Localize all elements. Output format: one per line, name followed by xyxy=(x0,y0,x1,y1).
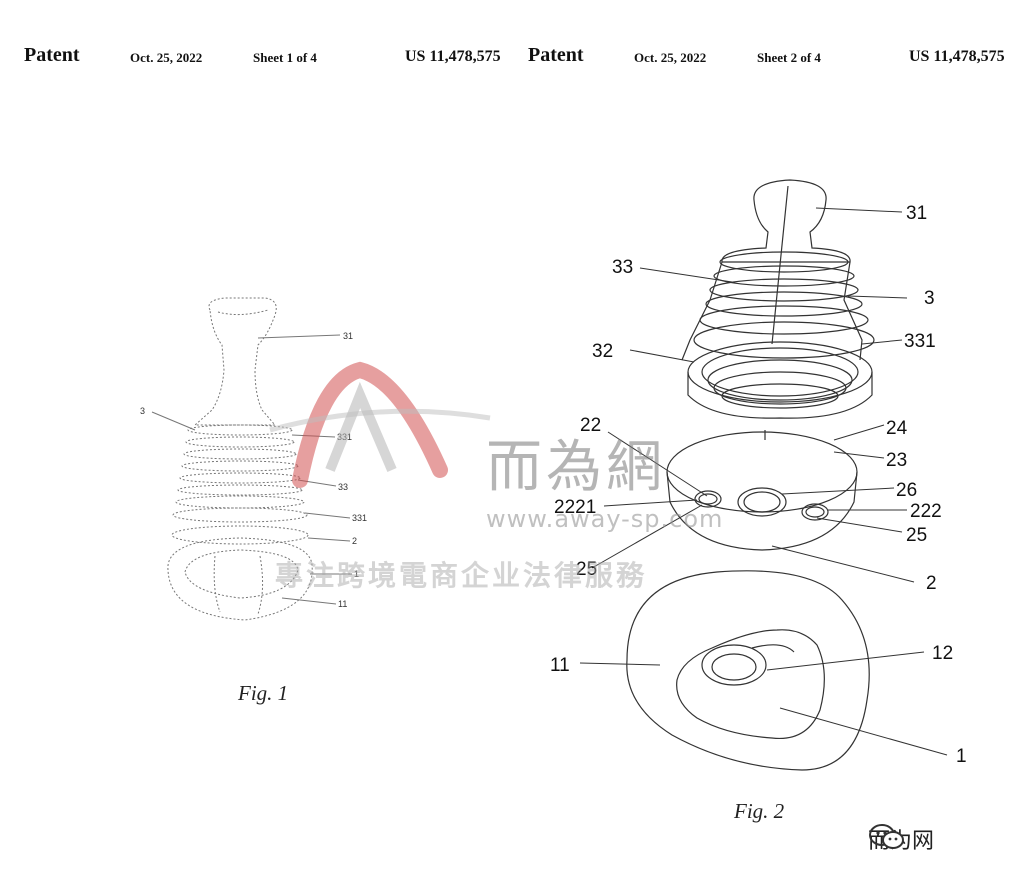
fig2-label-33: 33 xyxy=(612,257,633,278)
fig2-label-1: 1 xyxy=(956,746,967,767)
wechat-icon xyxy=(869,824,904,849)
fig1-label-1: 1 xyxy=(354,569,359,579)
fig2-label-25a: 25 xyxy=(906,525,927,546)
header-number: US 11,478,575 xyxy=(909,48,1005,65)
fig1-label-3: 3 xyxy=(140,406,145,416)
fig1-label-2: 2 xyxy=(352,536,357,546)
fig1-drawing: 31 3 331 33 331 2 1 11 Fig. 1 xyxy=(140,297,367,705)
header-number: US 11,478,575 xyxy=(405,48,501,65)
fig2-label-11: 11 xyxy=(550,655,570,676)
fig2-label-26: 26 xyxy=(896,480,917,501)
fig1-label-33: 33 xyxy=(338,482,348,492)
fig2-label-23: 23 xyxy=(886,450,907,471)
fig2-label-2221: 2221 xyxy=(554,497,596,518)
fig1-label-31: 31 xyxy=(343,331,353,341)
fig2-label-22: 22 xyxy=(580,415,601,436)
brand-badge: 而为网 xyxy=(868,823,934,855)
fig2-label-24: 24 xyxy=(886,418,908,439)
fig1-label-331b: 331 xyxy=(352,513,367,523)
header-patent: Patent xyxy=(528,44,584,66)
header-date: Oct. 25, 2022 xyxy=(130,50,203,65)
fig2-label-32: 32 xyxy=(592,341,613,362)
header-date: Oct. 25, 2022 xyxy=(634,50,707,65)
fig2-label-3: 3 xyxy=(924,288,935,309)
fig2-label-331: 331 xyxy=(904,331,936,352)
fig2-label-2: 2 xyxy=(926,573,937,594)
patent-sheet-1: Patent Oct. 25, 2022 Sheet 1 of 4 US 11,… xyxy=(24,44,501,705)
fig2-drawing: 31 33 3 32 331 22 24 23 2221 26 222 25 2… xyxy=(550,179,967,823)
header-sheet: Sheet 1 of 4 xyxy=(253,50,317,65)
fig1-label-331a: 331 xyxy=(337,432,352,442)
fig1-label-11: 11 xyxy=(338,599,347,609)
fig2-label-31: 31 xyxy=(906,203,927,224)
fig2-label-222: 222 xyxy=(910,501,942,522)
fig2-label-12: 12 xyxy=(932,643,953,664)
fig2-label-25b: 25 xyxy=(576,559,597,580)
patent-sheet-2: Patent Oct. 25, 2022 Sheet 2 of 4 US 11,… xyxy=(512,0,1024,884)
fig2-caption: Fig. 2 xyxy=(733,799,785,823)
fig1-caption: Fig. 1 xyxy=(237,681,288,705)
header-patent: Patent xyxy=(24,44,80,66)
header-sheet: Sheet 2 of 4 xyxy=(757,50,821,65)
